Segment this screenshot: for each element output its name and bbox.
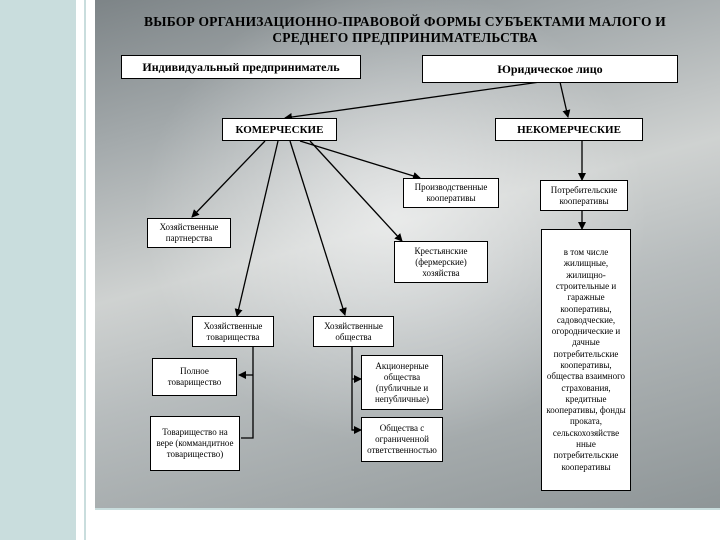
node-consumer-coops-list: в том числе жилищные, жилищно-строительн…	[541, 229, 631, 491]
node-production-coops: Производственные кооперативы	[403, 178, 499, 208]
page-title: ВЫБОР ОРГАНИЗАЦИОННО-ПРАВОВОЙ ФОРМЫ СУБЪ…	[144, 14, 666, 45]
node-full-partnership: Полное товарищество	[152, 358, 237, 396]
node-consumer-coops-label: Потребительские кооперативы	[550, 184, 618, 206]
arrow-commercial-to-partnerships	[191, 140, 266, 218]
node-peasant-farms: Крестьянские (фермерские) хозяйства	[394, 241, 488, 283]
node-limited-partnership: Товарищество на вере (коммандитное товар…	[150, 416, 240, 471]
node-full-partnership-label: Полное товарищество	[167, 366, 222, 387]
arrow-commercial-to-companies	[289, 140, 347, 316]
node-llc-label: Общества с ограниченной ответственностью	[367, 423, 437, 455]
node-business-companies-label: Хозяйственные общества	[324, 320, 383, 342]
left-decor-line	[84, 0, 86, 540]
arrow-legal-to-noncommercial	[559, 81, 571, 118]
node-legal-entity: Юридическое лицо	[422, 55, 678, 83]
bottom-band	[95, 510, 720, 540]
node-commercial-label: КОМЕРЧЕСКИЕ	[235, 123, 324, 136]
node-noncommercial: НЕКОМЕРЧЕСКИЕ	[495, 118, 643, 141]
bottom-decor-line	[95, 508, 720, 510]
node-llc: Общества с ограниченной ответственностью	[361, 417, 443, 462]
arrow-commercial-to-production	[299, 140, 421, 180]
arrow-commercial-to-partnerships-2	[234, 140, 279, 317]
node-legal-entity-label: Юридическое лицо	[497, 61, 603, 76]
left-decor-strip	[0, 0, 76, 540]
node-business-companies: Хозяйственные общества	[313, 316, 394, 347]
node-noncommercial-label: НЕКОМЕРЧЕСКИЕ	[517, 123, 621, 136]
node-consumer-coops-list-label: в том числе жилищные, жилищно-строительн…	[546, 247, 626, 472]
node-business-partnerships-label: Хозяйственные партнерства	[159, 222, 219, 243]
node-business-partnerships: Хозяйственные партнерства	[147, 218, 231, 248]
node-joint-stock: Акционерные общества (публичные и непубл…	[361, 355, 443, 410]
node-individual-entrepreneur: Индивидуальный предприниматель	[121, 55, 361, 79]
node-peasant-farms-label: Крестьянские (фермерские) хозяйства	[414, 245, 468, 278]
node-joint-stock-label: Акционерные общества (публичные и непубл…	[374, 360, 430, 404]
arrow-legal-to-commercial	[284, 81, 541, 121]
node-individual-label: Индивидуальный предприниматель	[142, 59, 340, 74]
node-consumer-coops: Потребительские кооперативы	[540, 180, 628, 211]
node-business-partnerships-2: Хозяйственные товарищества	[192, 316, 274, 347]
bracket-companies	[351, 346, 360, 431]
node-production-coops-label: Производственные кооперативы	[414, 182, 488, 203]
node-commercial: КОМЕРЧЕСКИЕ	[222, 118, 337, 141]
arrow-commercial-to-peasant	[309, 140, 403, 242]
node-limited-partnership-label: Товарищество на вере (коммандитное товар…	[156, 427, 234, 459]
node-business-partnerships-2-label: Хозяйственные товарищества	[203, 320, 263, 342]
